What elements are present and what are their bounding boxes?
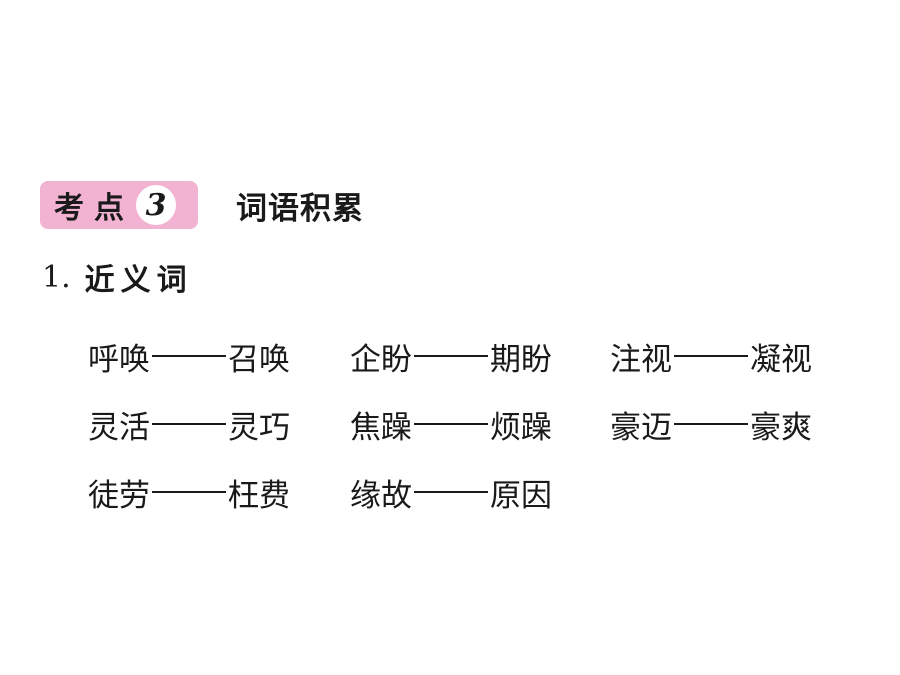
synonym-list: 呼唤 召唤 企盼 期盼 注视 凝视 灵活 灵巧 焦躁 烦躁 豪迈 豪爽 徒劳 枉费 缘故 原因 — [88, 322, 878, 526]
dash-separator — [414, 423, 488, 425]
synonym-row: 徒劳 枉费 缘故 原因 — [88, 458, 878, 526]
word-b: 期盼 — [490, 341, 552, 378]
dash-separator — [674, 355, 748, 357]
subheading-title: 近义词 — [84, 263, 193, 298]
word-b: 召唤 — [228, 341, 290, 378]
word-b: 凝视 — [750, 341, 812, 378]
dash-separator — [414, 355, 488, 357]
word-a: 灵活 — [88, 409, 150, 446]
synonym-pair: 徒劳 枉费 — [88, 470, 350, 515]
word-a: 徒劳 — [88, 477, 150, 514]
synonym-pair: 焦躁 烦躁 — [350, 402, 610, 447]
word-a: 呼唤 — [88, 341, 150, 378]
subheading: 1. 近义词 — [42, 255, 193, 299]
synonym-pair: 豪迈 豪爽 — [610, 402, 872, 447]
synonym-pair: 企盼 期盼 — [350, 334, 610, 379]
word-b: 豪爽 — [750, 409, 812, 446]
synonym-pair: 灵活 灵巧 — [88, 402, 350, 447]
word-a: 焦躁 — [350, 409, 412, 446]
section-title: 词语积累 — [236, 190, 364, 227]
subheading-number: 1. — [42, 259, 71, 295]
word-b: 烦躁 — [490, 409, 552, 446]
word-b: 灵巧 — [228, 409, 290, 446]
badge-number: 3 — [136, 185, 176, 225]
dash-separator — [152, 491, 226, 493]
word-a: 豪迈 — [610, 409, 672, 446]
word-a: 注视 — [610, 341, 672, 378]
kaodian-badge: 考点 3 — [40, 181, 198, 229]
synonym-pair: 注视 凝视 — [610, 334, 872, 379]
synonym-pair: 呼唤 召唤 — [88, 334, 350, 379]
word-b: 枉费 — [228, 477, 290, 514]
word-b: 原因 — [490, 477, 552, 514]
dash-separator — [674, 423, 748, 425]
word-a: 企盼 — [350, 341, 412, 378]
synonym-pair: 缘故 原因 — [350, 470, 610, 515]
synonym-row: 灵活 灵巧 焦躁 烦躁 豪迈 豪爽 — [88, 390, 878, 458]
synonym-row: 呼唤 召唤 企盼 期盼 注视 凝视 — [88, 322, 878, 390]
section-header: 考点 3 词语积累 — [40, 180, 364, 230]
badge-label: 考点 — [54, 191, 134, 226]
dash-separator — [152, 423, 226, 425]
dash-separator — [414, 491, 488, 493]
dash-separator — [152, 355, 226, 357]
word-a: 缘故 — [350, 477, 412, 514]
